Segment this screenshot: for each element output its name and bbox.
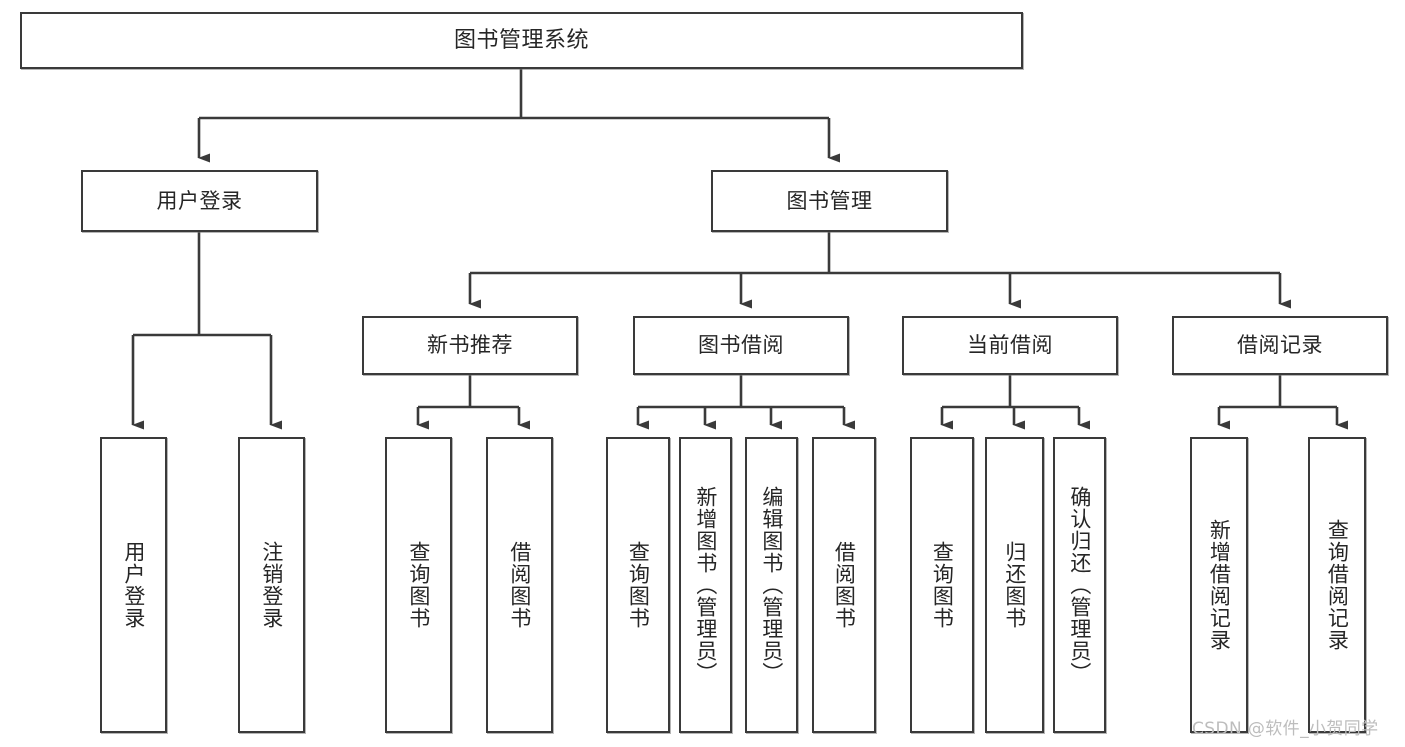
node-label: 借阅记录 (1237, 333, 1323, 358)
node-label: 当前借阅 (967, 333, 1053, 358)
node-label: 新书推荐 (427, 333, 513, 358)
node-label: 查询图书 (626, 541, 651, 629)
node-book-borrow[interactable]: 图书借阅 (633, 316, 849, 375)
node-leaf-logout[interactable]: 注销登录 (238, 437, 305, 733)
node-label: 借阅图书 (507, 541, 532, 629)
node-label: 借阅图书 (832, 541, 857, 629)
node-label: 新增借阅记录 (1207, 519, 1232, 651)
node-label: 注销登录 (259, 541, 284, 629)
node-leaf-borrow-book[interactable]: 借阅图书 (812, 437, 876, 733)
node-leaf-query-book-recommend[interactable]: 查询图书 (385, 437, 452, 733)
node-label: 图书借阅 (698, 333, 784, 358)
node-root-system[interactable]: 图书管理系统 (20, 12, 1023, 69)
node-leaf-add-borrow-record[interactable]: 新增借阅记录 (1190, 437, 1248, 733)
csdn-watermark: CSDN @软件_小贺同学 (1192, 719, 1379, 739)
node-label: 用户登录 (121, 541, 146, 629)
node-current-borrow[interactable]: 当前借阅 (902, 316, 1118, 375)
node-leaf-user-login[interactable]: 用户登录 (100, 437, 167, 733)
node-leaf-query-borrow-record[interactable]: 查询借阅记录 (1308, 437, 1366, 733)
node-borrow-record[interactable]: 借阅记录 (1172, 316, 1388, 375)
node-leaf-query-book-current[interactable]: 查询图书 (910, 437, 974, 733)
node-label: 确认归还（管理员） (1067, 486, 1092, 684)
node-book-manage[interactable]: 图书管理 (711, 170, 948, 232)
node-label: 查询图书 (930, 541, 955, 629)
node-user-login[interactable]: 用户登录 (81, 170, 318, 232)
node-label: 新增图书（管理员） (693, 486, 718, 684)
node-label: 图书管理 (786, 188, 873, 213)
node-leaf-borrow-book-recommend[interactable]: 借阅图书 (486, 437, 553, 733)
node-new-book-recommend[interactable]: 新书推荐 (362, 316, 578, 375)
node-label: 编辑图书（管理员） (759, 486, 784, 684)
node-leaf-edit-book-admin[interactable]: 编辑图书（管理员） (745, 437, 798, 733)
node-label: 归还图书 (1002, 541, 1027, 629)
node-label: 用户登录 (156, 188, 243, 213)
node-label: 查询图书 (406, 541, 431, 629)
node-leaf-return-book[interactable]: 归还图书 (985, 437, 1044, 733)
node-label: 查询借阅记录 (1325, 519, 1350, 651)
node-label: 图书管理系统 (453, 27, 589, 53)
node-leaf-query-book-borrow[interactable]: 查询图书 (606, 437, 670, 733)
node-leaf-add-book-admin[interactable]: 新增图书（管理员） (679, 437, 732, 733)
node-leaf-confirm-return-admin[interactable]: 确认归还（管理员） (1053, 437, 1106, 733)
